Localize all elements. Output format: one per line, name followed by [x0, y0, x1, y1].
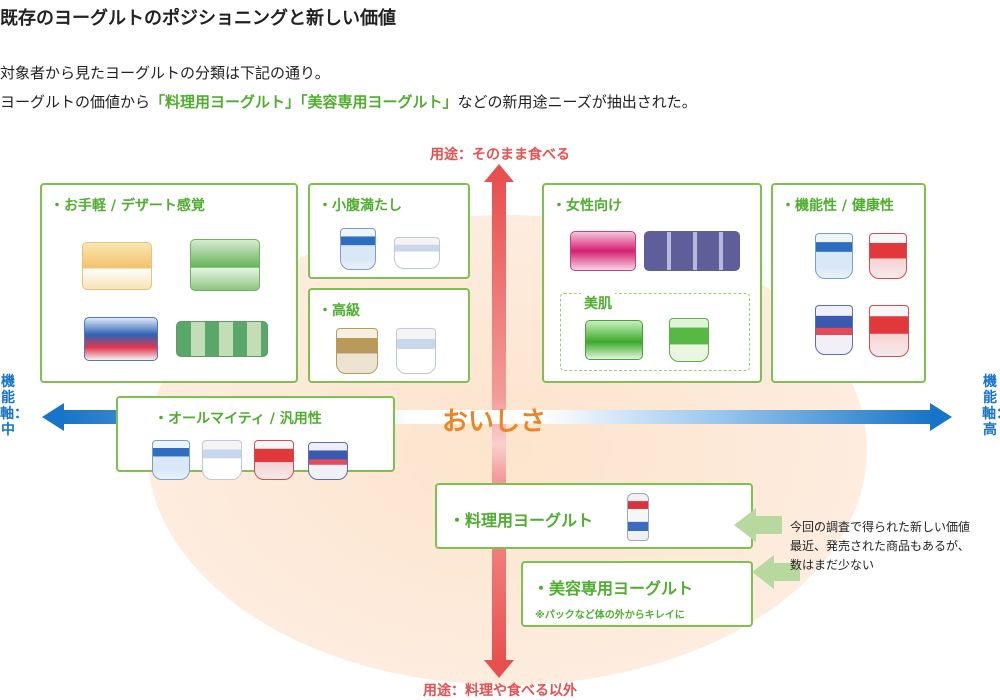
category-dessert-title: ・お手軽 / デザート感覚	[50, 198, 205, 214]
product-image	[869, 233, 907, 279]
subcategory-beauty-skin-title: 美肌	[581, 293, 615, 313]
product-image	[627, 493, 649, 541]
intro-line-2: ヨーグルトの価値から「料理用ヨーグルト」「美容専用ヨーグルト」などの新用途ニーズ…	[0, 91, 697, 112]
horizontal-axis-arrow-left	[42, 403, 64, 431]
product-image	[176, 321, 268, 357]
intro-line-2-pre: ヨーグルトの価値から	[0, 93, 151, 111]
product-image	[254, 440, 294, 480]
category-beauty: ・美容専用ヨーグルト ※パックなど体の外からキレイに	[521, 561, 753, 627]
axis-label-right: 機能軸：高	[982, 374, 1000, 438]
highlight-cooking: 「料理用ヨーグルト」	[150, 93, 301, 111]
category-hunger: ・小腹満たし	[308, 183, 470, 279]
product-image	[815, 233, 853, 279]
axis-label-bottom: 用途：料理や食べる以外	[423, 683, 577, 699]
product-image	[152, 440, 190, 480]
category-premium: ・高級	[308, 288, 470, 383]
category-premium-title: ・高級	[318, 303, 360, 319]
note-arrow-2-shaft	[770, 563, 800, 581]
category-dessert: ・お手軽 / デザート感覚	[40, 183, 298, 383]
center-label: おいしさ	[442, 407, 547, 437]
category-beauty-note: ※パックなど体の外からキレイに	[535, 610, 685, 621]
product-image	[308, 442, 348, 480]
product-image	[190, 239, 260, 291]
category-hunger-title: ・小腹満たし	[318, 198, 402, 214]
category-cooking-title: ・料理用ヨーグルト	[449, 511, 594, 530]
horizontal-axis-arrow-right	[930, 403, 952, 431]
product-image	[815, 305, 853, 355]
product-image	[669, 318, 709, 362]
category-women-title: ・女性向け	[552, 198, 622, 214]
note-line-3: 数はまだ少ない	[790, 558, 875, 572]
category-allround: ・オールマイティ / 汎用性	[116, 396, 395, 480]
note-line-1: 今回の調査で得られた新しい価値	[790, 520, 971, 534]
vertical-axis-arrow-down	[484, 660, 514, 678]
intro-line-1: 対象者から見たヨーグルトの分類は下記の通り。	[0, 64, 330, 82]
axis-label-left: 機能軸：中	[0, 374, 28, 438]
product-image	[336, 328, 378, 374]
category-allround-title: ・オールマイティ / 汎用性	[154, 411, 322, 427]
note-arrow-1-head	[734, 508, 756, 542]
product-image	[585, 320, 643, 360]
product-image	[396, 328, 436, 374]
highlight-beauty: 「美容専用ヨーグルト」	[300, 93, 458, 111]
note-arrow-1-shaft	[752, 516, 782, 534]
product-image	[202, 440, 242, 480]
product-image	[869, 305, 909, 357]
product-image	[84, 317, 158, 361]
subcategory-beauty-skin: 美肌	[560, 293, 750, 371]
intro-line-2-post: などの新用途ニーズが抽出された。	[457, 93, 697, 111]
product-image	[82, 242, 152, 290]
new-value-note: 今回の調査で得られた新しい価値 最近、発売された商品もあるが、 数はまだ少ない	[790, 518, 970, 575]
product-image	[394, 237, 440, 269]
category-functional-title: ・機能性 / 健康性	[781, 198, 894, 214]
category-women: ・女性向け 美肌	[542, 183, 762, 383]
product-image	[644, 231, 740, 271]
product-image	[570, 231, 636, 271]
product-image	[340, 228, 376, 270]
category-beauty-title: ・美容専用ヨーグルト	[533, 579, 694, 598]
vertical-axis-arrow-up	[484, 164, 514, 182]
category-functional: ・機能性 / 健康性	[771, 183, 926, 383]
note-arrow-2-head	[752, 555, 774, 589]
page-title: 既存のヨーグルトのポジショニングと新しい価値	[0, 8, 396, 29]
category-cooking: ・料理用ヨーグルト	[435, 483, 753, 549]
note-line-2: 最近、発売された商品もあるが、	[790, 539, 970, 553]
axis-label-top: 用途：そのまま食べる	[430, 147, 570, 163]
